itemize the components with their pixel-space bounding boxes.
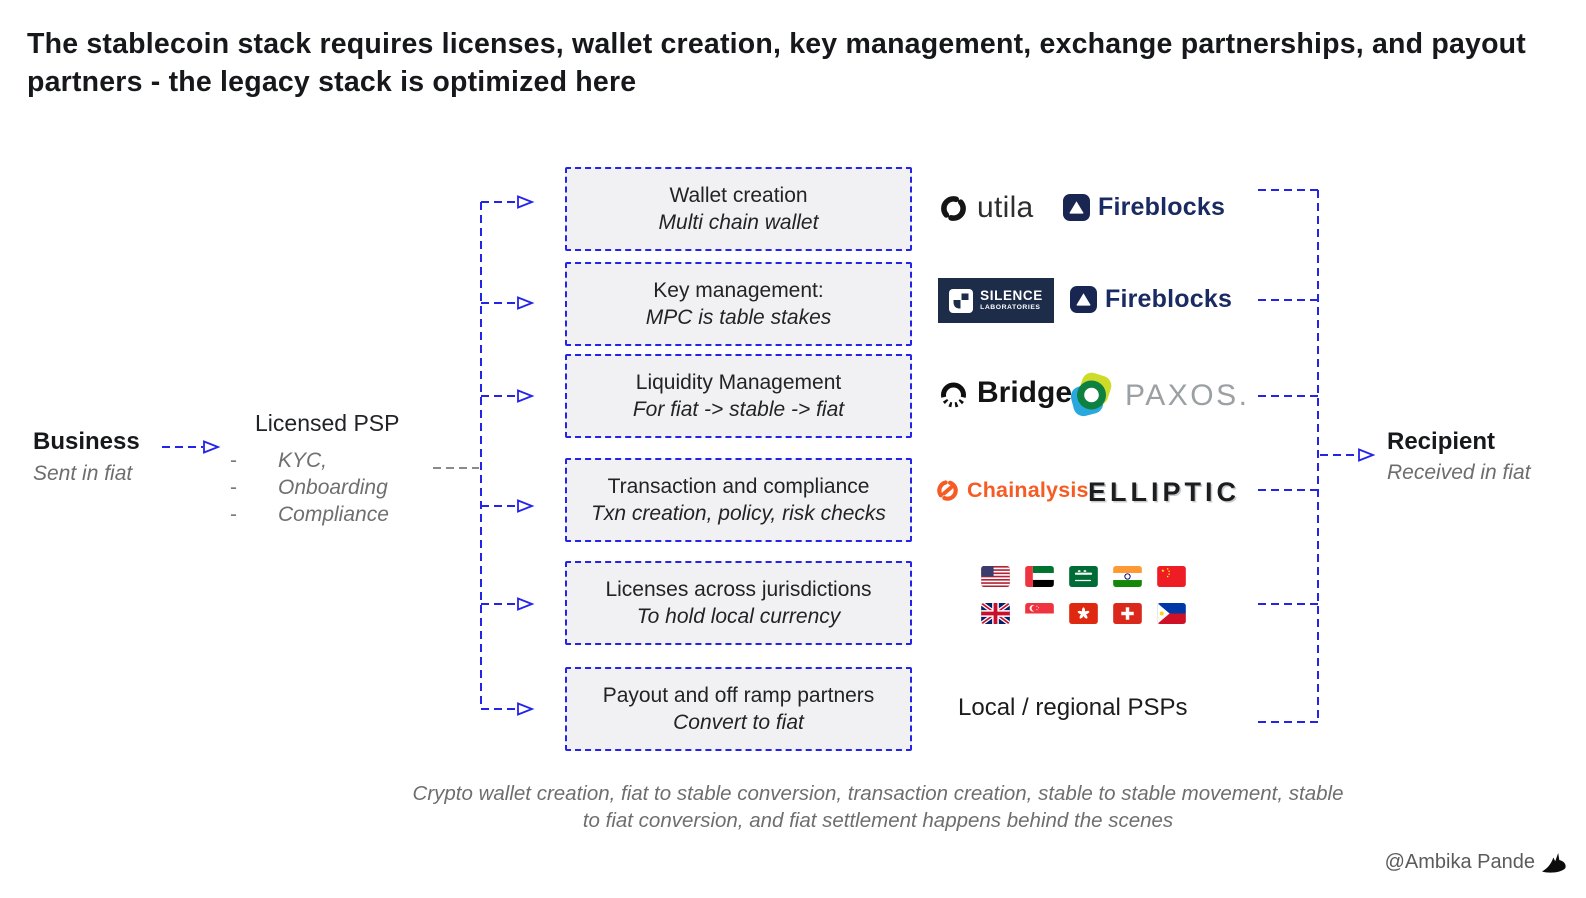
fireblocks-logo: Fireblocks — [1070, 285, 1232, 314]
local-regional-psps-label: Local / regional PSPs — [958, 694, 1188, 721]
bridge-icon — [941, 382, 966, 407]
flag-china-icon — [1157, 566, 1186, 587]
flag-united-arab-emirates-icon — [1025, 566, 1054, 587]
fireblocks-icon — [1070, 286, 1097, 313]
licensed-psp-label: Licensed PSP — [255, 410, 400, 436]
flags-row-2 — [981, 603, 1186, 624]
list-item: - Compliance — [230, 502, 389, 526]
footnote-caption: Crypto wallet creation, fiat to stable c… — [412, 782, 1344, 833]
flag-switzerland-icon — [1113, 603, 1142, 624]
licensed-psp-list: - KYC, - Onboarding - Compliance — [230, 447, 389, 528]
stack-box-wallet-creation: Wallet creation Multi chain wallet — [565, 167, 912, 251]
recipient-sublabel: Received in fiat — [1387, 461, 1531, 484]
stack-box-transaction-compliance: Transaction and compliance Txn creation,… — [565, 458, 912, 542]
fireblocks-icon — [1063, 194, 1090, 221]
silence-laboratories-logo: SILENCE LABORATORIES — [938, 278, 1054, 323]
chainalysis-icon — [937, 480, 958, 501]
flag-india-icon — [1113, 566, 1142, 587]
flag-philippines-icon — [1157, 603, 1186, 624]
bullet-dash: - — [230, 475, 237, 499]
stack-box-key-management: Key management: MPC is table stakes — [565, 262, 912, 346]
attribution-handle: @Ambika Pande — [1384, 851, 1535, 873]
bullet-dash: - — [230, 448, 237, 472]
attribution: @Ambika Pande — [1385, 850, 1568, 875]
recipient-label: Recipient — [1387, 428, 1496, 455]
chainalysis-logo: Chainalysis — [935, 478, 1089, 503]
flag-united-kingdom-icon — [981, 603, 1010, 624]
flag-singapore-icon — [1025, 603, 1054, 624]
bridge-logo: Bridge — [937, 376, 1072, 410]
utila-logo: utila — [938, 191, 1034, 225]
page-title: The stablecoin stack requires licenses, … — [27, 28, 1526, 98]
stack-box-licenses: Licenses across jurisdictions To hold lo… — [565, 561, 912, 645]
flags-row-1 — [981, 566, 1186, 587]
flag-saudi-arabia-icon — [1069, 566, 1098, 587]
bird-silhouette-icon — [1542, 853, 1566, 873]
paxos-icon — [1070, 372, 1112, 417]
list-item: - Onboarding — [230, 475, 388, 499]
stack-box-liquidity-management: Liquidity Management For fiat -> stable … — [565, 354, 912, 438]
flag-united-states-icon — [981, 566, 1010, 587]
paxos-logo: PAXOS. — [1068, 372, 1249, 420]
elliptic-logo: ELLIPTIC — [1088, 477, 1240, 507]
silence-laboratories-icon — [949, 288, 974, 313]
business-label: Business — [33, 428, 140, 455]
stack-box-payout-partners: Payout and off ramp partners Convert to … — [565, 667, 912, 751]
list-item: - KYC, — [230, 448, 328, 472]
utila-icon — [941, 195, 966, 221]
flag-hong-kong-icon — [1069, 603, 1098, 624]
business-sublabel: Sent in fiat — [33, 462, 133, 485]
bullet-dash: - — [230, 502, 237, 526]
fireblocks-logo: Fireblocks — [1063, 193, 1225, 222]
